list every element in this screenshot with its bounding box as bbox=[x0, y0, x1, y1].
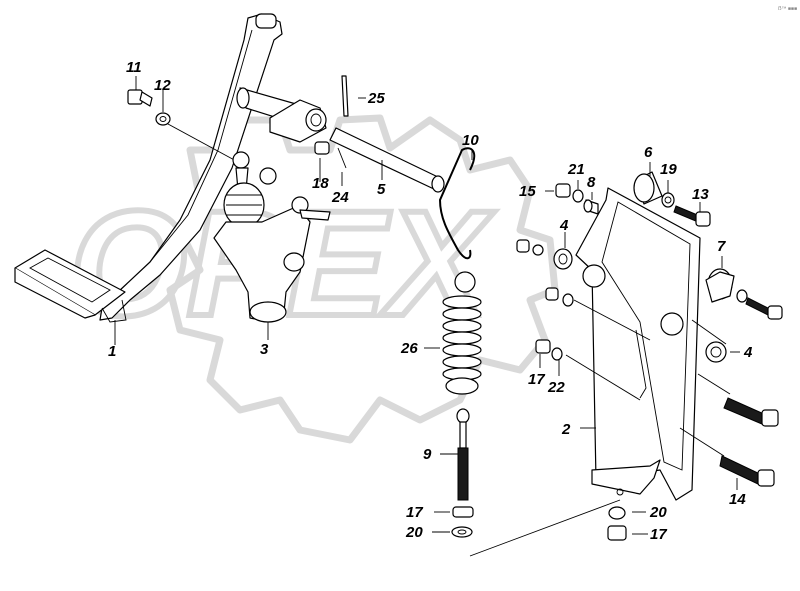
part-17-nut-a bbox=[452, 506, 474, 518]
callout-11: 11 bbox=[126, 59, 142, 76]
part-14-bolt bbox=[719, 455, 775, 487]
part-6-bushing bbox=[633, 171, 663, 205]
part-7-bushing bbox=[705, 268, 735, 303]
part-24-cotter-pin bbox=[337, 147, 347, 169]
part-17-nut-b bbox=[535, 339, 551, 354]
callout-21: 21 bbox=[567, 161, 585, 178]
callout-22: 22 bbox=[547, 379, 565, 396]
callout-17b: 17 bbox=[528, 371, 545, 388]
part-hardware-left-mid bbox=[545, 287, 574, 307]
part-11-bolt bbox=[127, 89, 153, 107]
callout-7: 7 bbox=[717, 238, 726, 255]
part-15-nut bbox=[555, 183, 571, 198]
part-22-washer bbox=[551, 347, 563, 361]
part-25-cotter-pin bbox=[341, 75, 349, 117]
part-1-pedal-lever bbox=[14, 13, 283, 323]
callout-24: 24 bbox=[331, 189, 349, 206]
corner-mark: ẞ™ ■■■ bbox=[778, 6, 797, 12]
callout-13: 13 bbox=[692, 186, 709, 203]
leader-lines bbox=[114, 76, 740, 535]
callout-17a: 17 bbox=[406, 504, 423, 521]
part-9-rod bbox=[456, 408, 470, 501]
part-3-master-cylinder bbox=[213, 151, 331, 323]
part-4-washer-b bbox=[705, 341, 727, 363]
callout-9: 9 bbox=[423, 446, 432, 463]
part-13-bolt bbox=[673, 205, 711, 227]
part-18-nut bbox=[314, 141, 330, 155]
part-7-washer bbox=[736, 289, 748, 303]
callout-3: 3 bbox=[260, 341, 269, 358]
assembly-lines bbox=[469, 299, 731, 557]
leader-12 bbox=[167, 123, 239, 163]
part-bolt-upper-long bbox=[723, 397, 779, 427]
callout-19: 19 bbox=[660, 161, 677, 178]
callout-4b: 4 bbox=[743, 344, 753, 361]
part-19-washer bbox=[661, 192, 675, 208]
callout-8: 8 bbox=[587, 174, 596, 191]
callout-2: 2 bbox=[561, 421, 571, 438]
callout-15: 15 bbox=[519, 183, 536, 200]
callout-20a: 20 bbox=[405, 524, 423, 541]
callout-12: 12 bbox=[154, 77, 171, 94]
part-4-washer-a bbox=[553, 248, 573, 270]
callout-14: 14 bbox=[729, 491, 746, 508]
callout-17c: 17 bbox=[650, 526, 667, 543]
callout-18: 18 bbox=[312, 175, 329, 192]
part-17-nut-c bbox=[607, 525, 627, 541]
callout-25: 25 bbox=[367, 90, 385, 107]
callout-20b: 20 bbox=[649, 504, 667, 521]
callout-1: 1 bbox=[108, 343, 116, 360]
part-shaft-bracket bbox=[236, 87, 327, 143]
callout-5: 5 bbox=[377, 181, 386, 198]
part-hardware-left-upper bbox=[516, 239, 544, 256]
part-20-washer-a bbox=[451, 526, 473, 538]
part-26-spring bbox=[442, 271, 482, 395]
part-8-bushing bbox=[583, 199, 599, 215]
callout-6: 6 bbox=[644, 144, 653, 161]
part-2-bracket bbox=[575, 187, 701, 501]
part-20-washer-b bbox=[608, 506, 626, 520]
part-12-washer bbox=[155, 112, 171, 126]
part-7-bolt bbox=[745, 297, 783, 320]
callout-10: 10 bbox=[462, 132, 479, 149]
callout-4a: 4 bbox=[559, 217, 569, 234]
callout-26: 26 bbox=[400, 340, 418, 357]
part-21-washer bbox=[572, 189, 584, 203]
callout-labels: 1 2 3 4 4 5 6 7 8 9 10 11 12 13 14 15 17… bbox=[108, 59, 753, 543]
part-5-pin bbox=[329, 127, 445, 193]
